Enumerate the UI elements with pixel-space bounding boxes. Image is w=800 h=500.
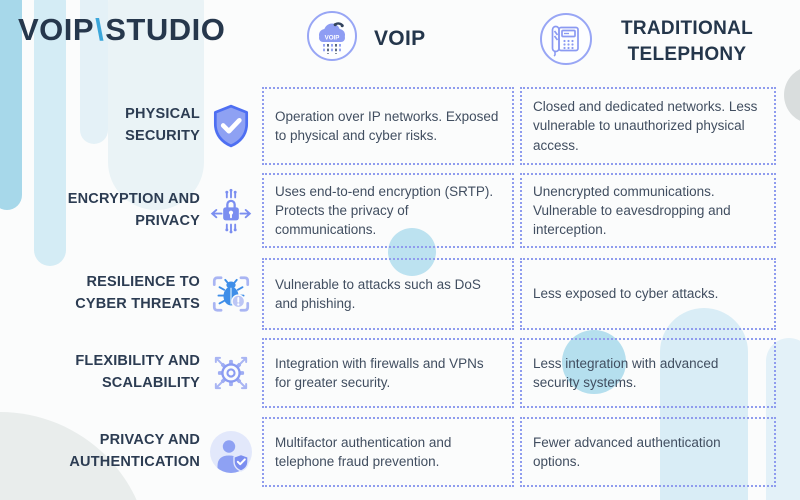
voip-cell: Multifactor authentication and telephone… [262,417,514,487]
voip-cell: Integration with firewalls and VPNs for … [262,338,514,408]
decor-stripe-4 [108,0,204,210]
encryption-chip-lock-icon [200,173,262,248]
row-privacy-authentication: PRIVACY AND AUTHENTICATION Multifactor a… [58,417,776,487]
decor-stripe-3 [80,0,108,144]
voip-cell: Uses end-to-end encryption (SRTP). Prote… [262,173,514,248]
traditional-cell: Less integration with advanced security … [520,338,776,408]
row-label: PHYSICAL SECURITY [125,106,200,144]
bug-scan-icon [200,258,262,330]
voip-cell: Vulnerable to attacks such as DoS and ph… [262,258,514,330]
decor-circle-right [562,330,626,394]
voip-cloud-icon: VOIP [306,10,358,67]
user-shield-icon [200,417,262,487]
row-label: ENCRYPTION AND PRIVACY [67,190,200,229]
row-label: FLEXIBILITY AND SCALABILITY [75,353,200,391]
logo-studio-text: STUDIO [105,12,226,47]
voipstudio-logo: VOIP\STUDIO [18,12,225,48]
traditional-cell: Less exposed to cyber attacks. [520,258,776,330]
voip-column-title: VOIP [374,26,426,50]
row-label: PRIVACY AND AUTHENTICATION [69,432,200,470]
decor-circle-top-right [784,66,800,124]
gear-expand-icon [200,338,262,408]
row-physical-security: PHYSICAL SECURITY Operation over IP netw… [58,87,776,165]
row-encryption-privacy: ENCRYPTION AND PRIVACY Uses end-to [58,173,776,248]
decor-stripe-2 [34,0,66,266]
traditional-cell: Closed and dedicated networks. Less vuln… [520,87,776,165]
voip-column-header: VOIP VOIP [306,10,425,67]
desk-phone-icon [539,12,593,71]
row-flexibility-scalability: FLEXIBILITY AND SCALABILITY [58,338,776,408]
traditional-column-header: TRADITIONAL TELEPHONY [539,12,773,71]
decor-circle-center [388,228,436,276]
decor-stripe-1 [0,0,22,210]
traditional-column-title: TRADITIONAL TELEPHONY [620,17,754,65]
logo-voip-text: VOIP [18,12,95,47]
row-resilience-cyber-threats: RESILIENCE TO CYBER THREATS [58,258,776,330]
logo-slash: \ [95,12,105,47]
decor-bottom-pill-1 [660,308,748,500]
traditional-cell: Unencrypted communications. Vulnerable t… [520,173,776,248]
row-label: RESILIENCE TO CYBER THREATS [75,274,200,312]
decor-bottom-pill-2 [766,338,800,500]
voip-cell: Operation over IP networks. Exposed to p… [262,87,514,165]
traditional-cell: Fewer advanced authentication options. [520,417,776,487]
shield-check-icon [200,87,262,165]
voip-cloud-label: VOIP [325,35,340,42]
